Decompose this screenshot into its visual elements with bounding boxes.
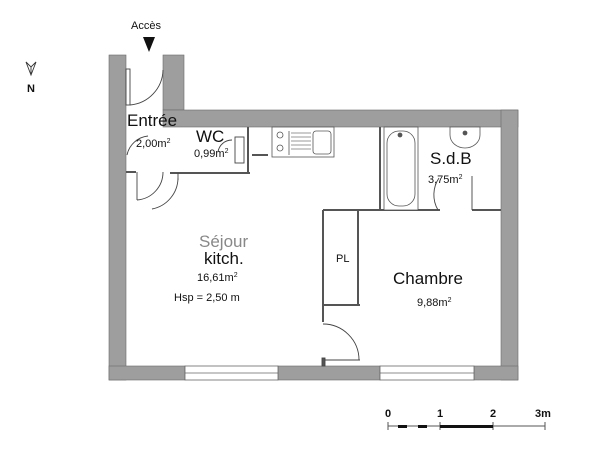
room-entree-name: Entrée bbox=[127, 111, 178, 130]
room-sejour-name: Séjour bbox=[199, 232, 249, 251]
scale-tick-2: 2 bbox=[490, 408, 497, 420]
kitchen-unit bbox=[271, 126, 335, 158]
door-wc bbox=[217, 136, 245, 164]
door-entrance bbox=[125, 68, 164, 106]
north-arrow-icon bbox=[25, 61, 37, 77]
room-entree-area: 2,00m2 bbox=[136, 138, 171, 150]
room-sdb-area: 3,75m2 bbox=[428, 174, 463, 186]
room-chambre-name: Chambre bbox=[393, 269, 463, 288]
room-sejour-area: 16,61m2 bbox=[197, 272, 238, 284]
room-sejour-height: Hsp = 2,50 m bbox=[174, 292, 240, 304]
windows bbox=[184, 365, 475, 381]
room-sejour-name2: kitch. bbox=[204, 249, 244, 268]
walls bbox=[108, 54, 519, 381]
scale-tick-1: 1 bbox=[437, 408, 444, 420]
north-label: N bbox=[27, 83, 35, 95]
bathtub bbox=[383, 126, 419, 211]
door-entree bbox=[126, 135, 179, 210]
door-sdb bbox=[433, 176, 473, 211]
scale-bar bbox=[387, 422, 546, 430]
room-sdb-name: S.d.B bbox=[430, 149, 472, 168]
room-chambre-area: 9,88m2 bbox=[417, 297, 452, 309]
room-placard-name: PL bbox=[336, 253, 350, 265]
scale-tick-3: 3m bbox=[535, 408, 551, 420]
scale-tick-0: 0 bbox=[385, 408, 392, 420]
room-wc-name: WC bbox=[196, 127, 225, 146]
door-chambre bbox=[321, 323, 360, 367]
room-wc-area: 0,99m2 bbox=[194, 148, 229, 160]
access-label: Accès bbox=[131, 20, 161, 32]
access-arrow-icon bbox=[143, 37, 155, 52]
wash-basin bbox=[449, 126, 481, 149]
